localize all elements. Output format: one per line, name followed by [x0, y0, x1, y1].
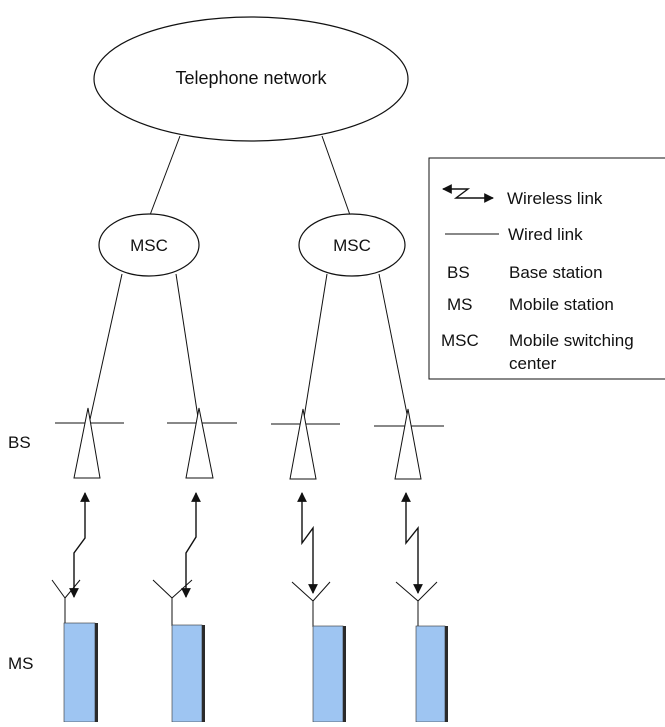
wired-link-network-msc-1 — [149, 135, 181, 216]
mobile-station-4 — [395, 581, 448, 723]
base-station-4 — [374, 408, 444, 480]
wired-link-msc-bs-1 — [88, 273, 123, 425]
msc-label-left: MSC — [130, 236, 168, 255]
legend-wireless-link-label: Wireless link — [507, 189, 603, 208]
mobile-station-1 — [51, 579, 98, 723]
base-station-2 — [167, 407, 237, 479]
msc-label-right: MSC — [333, 236, 371, 255]
telephone-network-node: Telephone network — [93, 16, 409, 142]
wireless-link-2 — [181, 492, 201, 598]
msc-node-right: MSC — [298, 213, 406, 277]
legend-msc-abbr: MSC — [441, 331, 479, 350]
bs-row-label: BS — [8, 433, 31, 452]
base-station-3 — [271, 408, 340, 480]
wired-link-msc-bs-3 — [302, 273, 328, 425]
legend-ms-desc: Mobile station — [509, 295, 614, 314]
wireless-link-3 — [297, 492, 318, 594]
legend-bs-desc: Base station — [509, 263, 603, 282]
legend-wired-link-label: Wired link — [508, 225, 583, 244]
legend-msc-desc-line2: center — [509, 354, 557, 373]
msc-node-left: MSC — [98, 213, 200, 277]
wired-link-network-msc-2 — [321, 135, 351, 216]
legend-bs-abbr: BS — [447, 263, 470, 282]
wireless-link-4 — [401, 492, 423, 594]
mobile-station-3 — [291, 581, 346, 723]
legend-ms-abbr: MS — [447, 295, 473, 314]
legend: Wireless link Wired link BS Base station… — [428, 157, 665, 380]
wired-link-msc-bs-4 — [378, 273, 410, 425]
wireless-link-1 — [69, 492, 90, 598]
ms-row-label: MS — [8, 654, 34, 673]
wired-link-msc-bs-2 — [175, 273, 200, 425]
legend-msc-desc-line1: Mobile switching — [509, 331, 634, 350]
base-station-1 — [55, 407, 124, 479]
mobile-station-2 — [152, 579, 205, 723]
wireless-link-legend-icon — [442, 184, 494, 203]
telephone-network-label: Telephone network — [175, 68, 327, 88]
